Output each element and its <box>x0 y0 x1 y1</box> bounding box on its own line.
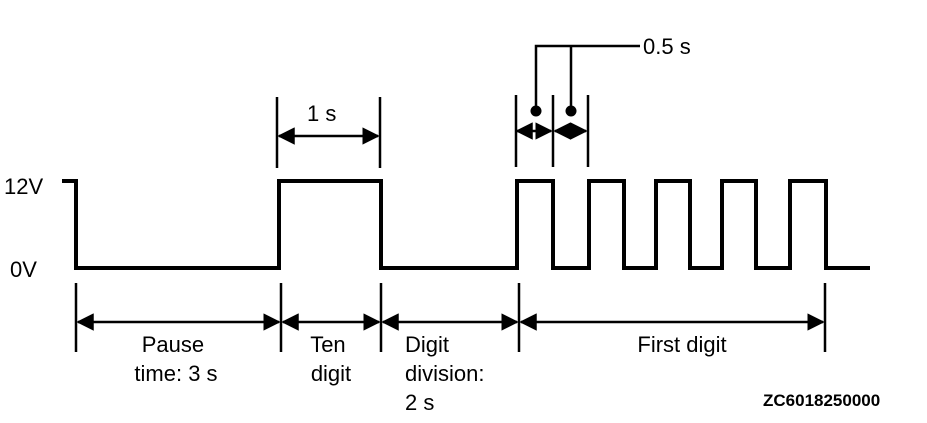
leader-dot-2 <box>565 105 577 117</box>
digit-division-label: Digit division: 2 s <box>405 332 491 415</box>
leader-dot-1 <box>530 105 542 117</box>
half-second-label: 0.5 s <box>643 34 691 59</box>
one-second-label: 1 s <box>307 101 336 126</box>
pause-time-label: Pause time: 3 s <box>134 332 217 386</box>
half-second-leader <box>534 44 640 111</box>
high-level-label: 12V <box>4 174 43 199</box>
first-digit-label: First digit <box>637 332 726 357</box>
pulse-waveform <box>62 179 870 270</box>
low-level-label: 0V <box>10 257 37 282</box>
ten-digit-label: Ten digit <box>310 332 352 386</box>
figure-code: ZC6018250000 <box>763 391 880 410</box>
